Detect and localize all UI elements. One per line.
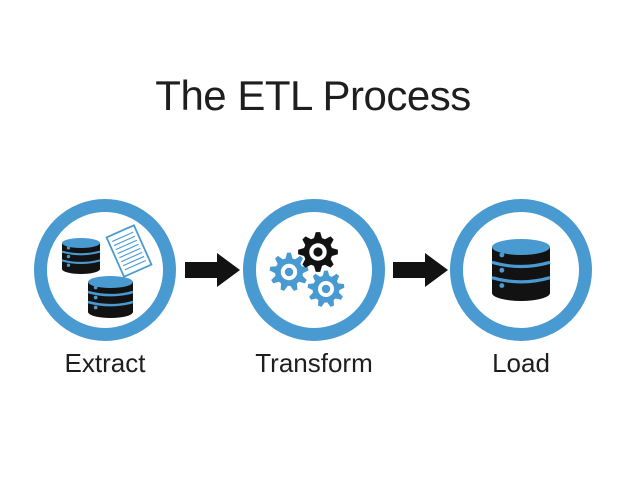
arrow-right-icon	[185, 253, 240, 287]
gears-icon	[269, 232, 345, 307]
step-label-transform: Transform	[255, 348, 373, 378]
step-label-extract: Extract	[64, 348, 146, 378]
arrow-right-icon	[393, 253, 448, 287]
databases-with-document-icon	[61, 224, 153, 318]
page-title: The ETL Process	[155, 72, 471, 119]
step-circle-load	[450, 199, 592, 341]
step-circle-extract	[34, 199, 176, 341]
database-stack-icon	[491, 239, 551, 301]
step-label-load: Load	[492, 348, 550, 378]
step-circle-transform	[243, 199, 385, 341]
